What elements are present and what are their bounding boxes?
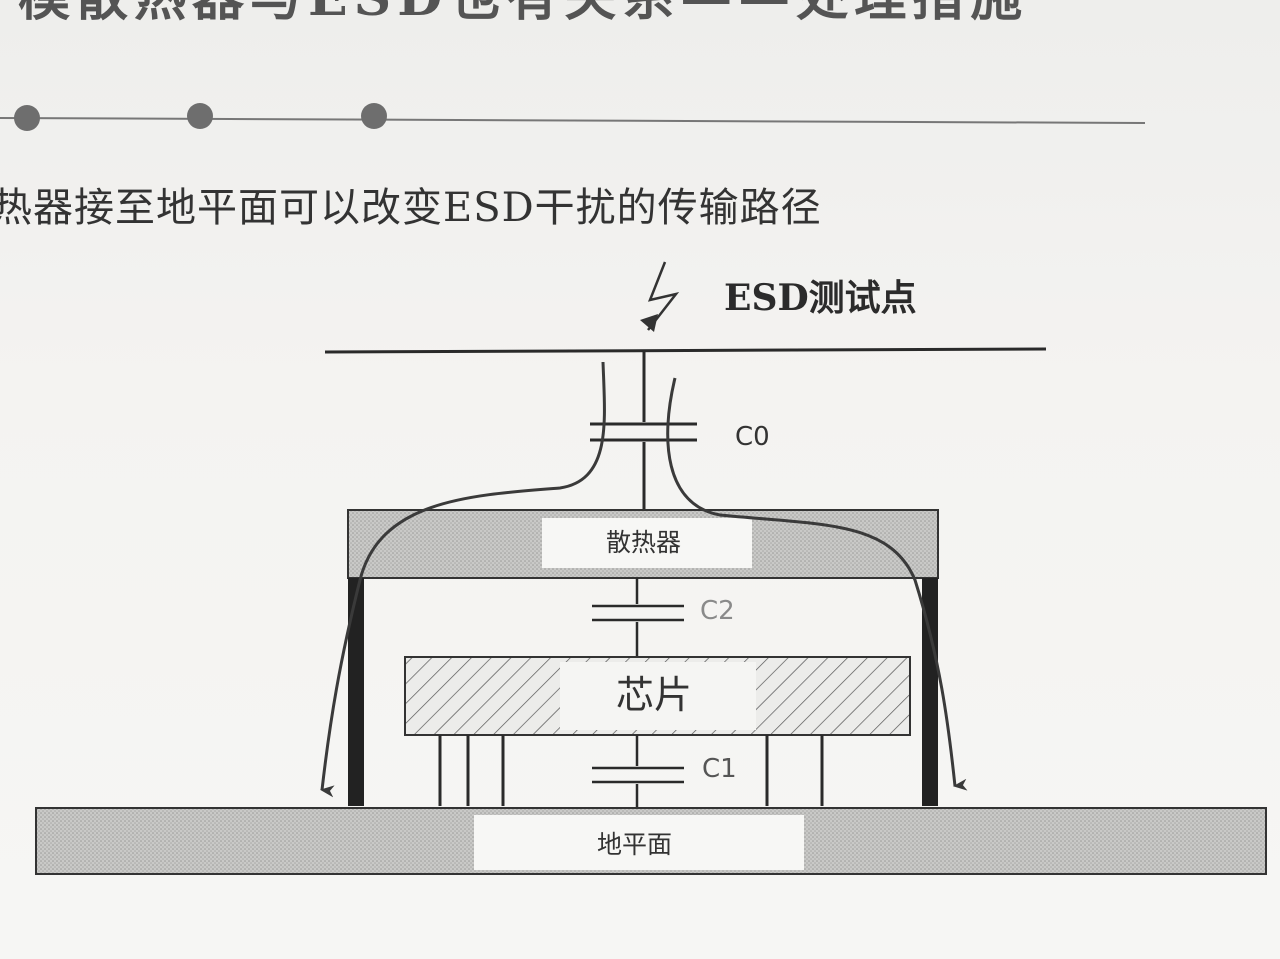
capacitor-c1: [592, 735, 684, 808]
esd-current-paths: [320, 361, 968, 798]
divider-dot: [361, 103, 387, 129]
heatsink-left-leg: [348, 578, 364, 806]
capacitor-c0: [590, 352, 697, 512]
capacitor-c0-label: C0: [735, 422, 770, 452]
divider-dot: [14, 105, 40, 131]
capacitor-c2-label: C2: [700, 596, 735, 626]
heatsink-right-leg: [922, 578, 938, 806]
ground-label-box: [474, 815, 804, 870]
chip-label-box: [560, 662, 756, 730]
capacitor-c1-label: C1: [702, 754, 737, 784]
heatsink-label: 散热器: [606, 528, 682, 557]
lightning-bolt-icon: [647, 261, 680, 331]
chip-label: 芯片: [616, 673, 693, 717]
esd-test-line: [324, 347, 1047, 354]
ground-plane-label: 地平面: [597, 830, 673, 859]
decorative-divider: [0, 103, 1146, 131]
esd-test-point-label: ESD测试点: [724, 277, 917, 319]
heatsink-label-box: [542, 518, 752, 568]
esd-path-left: [320, 361, 606, 798]
divider-dot: [187, 103, 213, 129]
esd-path-right: [666, 377, 968, 791]
capacitor-c2: [592, 578, 684, 658]
page-title: 模散热器与ESD也有关系——处理措施: [18, 0, 1028, 24]
slide-subtitle: 热器接至地平面可以改变ESD干扰的传输路径: [0, 185, 822, 231]
chip-pins: [438, 735, 824, 806]
